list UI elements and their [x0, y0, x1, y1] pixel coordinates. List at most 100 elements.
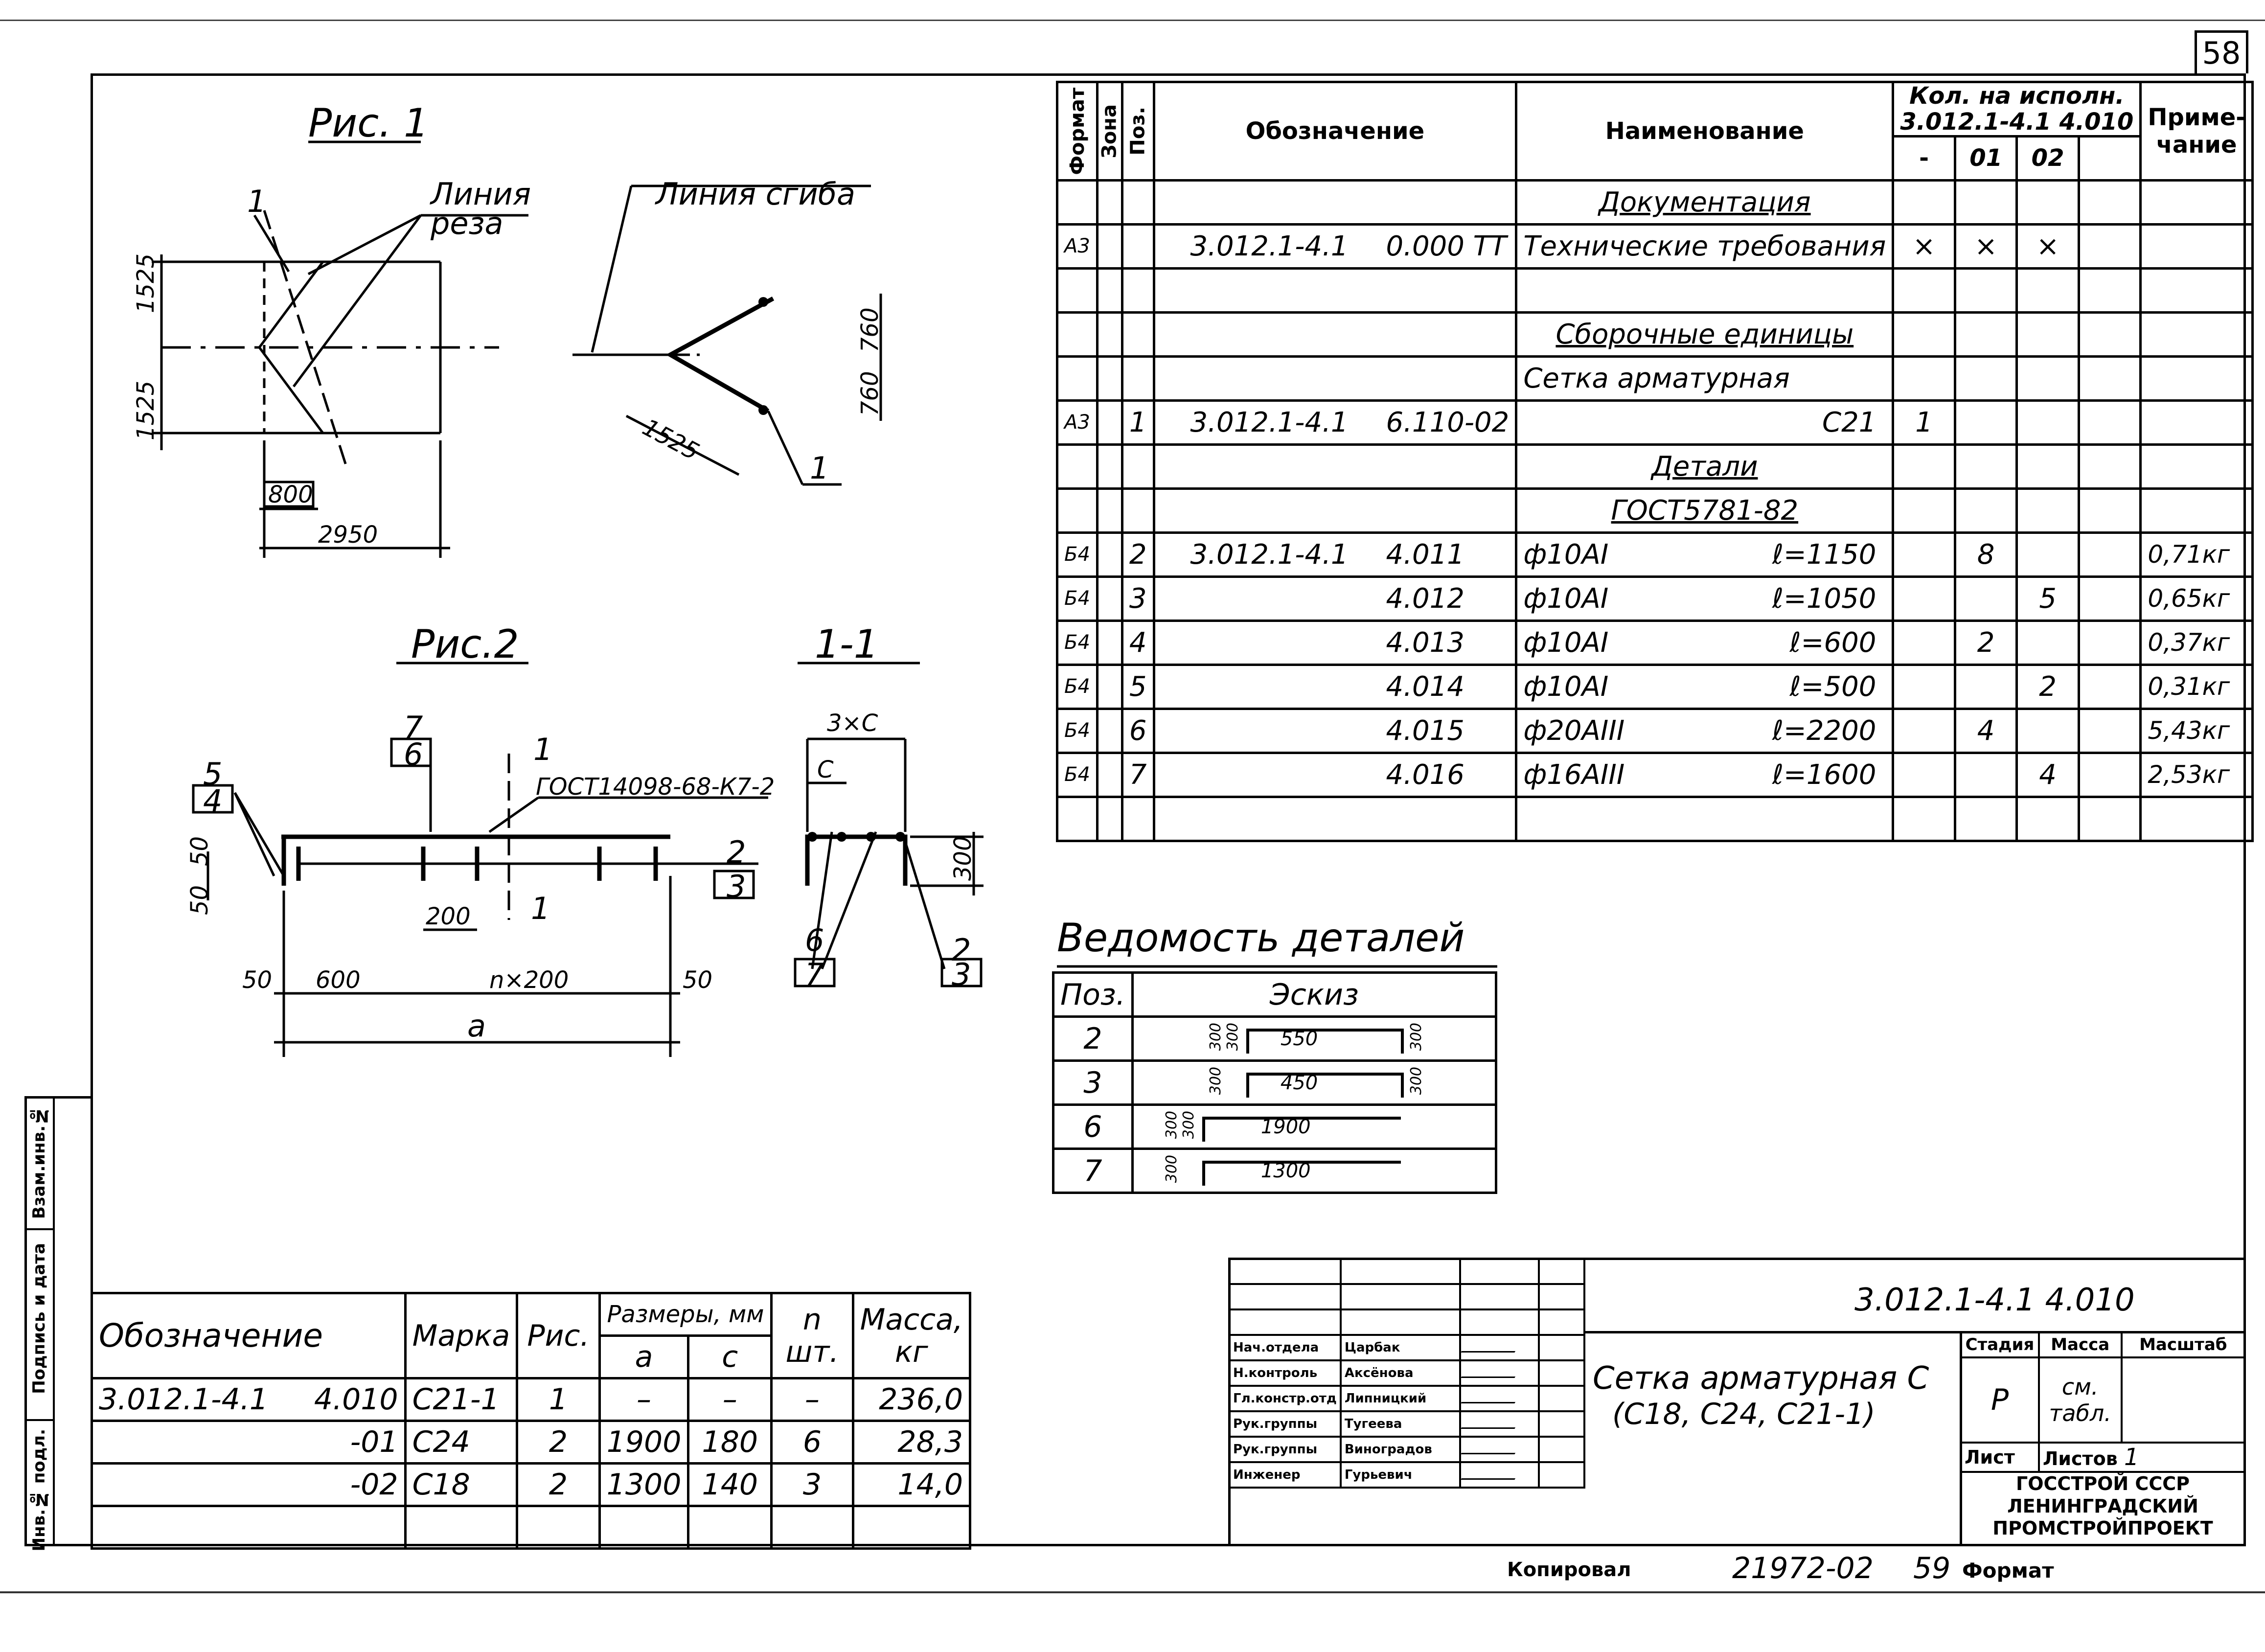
details-leg-right: 300: [1407, 1023, 1425, 1051]
spec-note: [2139, 399, 2254, 446]
left-margin-rule-1: [24, 1228, 55, 1230]
spec-format: Б4: [1056, 751, 1098, 798]
tb-person-date: [1538, 1410, 1585, 1438]
spec-des-2: 4.012: [1386, 582, 1464, 615]
spec-h-pos: Поз.: [1122, 82, 1154, 181]
spec-q1: [1953, 355, 2018, 402]
spec-header-row-2: - 01 02: [1057, 135, 2253, 182]
fig1-dim-1525-bottom: 1525: [132, 380, 160, 440]
section-label-3: 3: [952, 957, 971, 992]
fig1-leader-cut-a: [307, 214, 422, 275]
spec-zone: [1096, 443, 1123, 490]
spec-pos: [1121, 267, 1155, 314]
spec-zone: [1096, 399, 1123, 446]
spec-row: Сборочные единицы: [1056, 311, 2254, 358]
spec-pos: [1121, 311, 1155, 358]
variants-n: –: [770, 1377, 854, 1422]
tb-sheets-cell: Листов 1: [2037, 1442, 2246, 1473]
spec-q1: [1953, 751, 2018, 798]
spec-zone: [1096, 355, 1123, 402]
fig2-dim-a: a: [467, 1008, 486, 1044]
tb-person-name: Царбак: [1339, 1334, 1461, 1361]
spec-pos: 5: [1121, 663, 1155, 710]
spec-q2: 2: [2015, 663, 2080, 710]
spec-format: [1056, 267, 1098, 314]
variants-h-mass-unit: кг: [894, 1334, 928, 1369]
spec-name: Сетка арматурная: [1515, 355, 1895, 402]
footer-copied: Копировал: [1507, 1559, 1631, 1581]
fig2-gost: ГОСТ14098-68-К7-2: [536, 773, 775, 801]
spec-zone: [1096, 707, 1123, 754]
fig2-title: Рис.2: [411, 621, 519, 667]
spec-h-col-empty: [2077, 135, 2142, 182]
fig1-title: Рис. 1: [308, 100, 429, 146]
tb-person-date: [1538, 1385, 1585, 1412]
tb-mass: см. табл.: [2037, 1356, 2123, 1444]
fig1-cut-lower: [258, 346, 324, 434]
spec-row: Документация: [1056, 179, 2254, 226]
left-margin-divider: [24, 1096, 55, 1546]
spec-zone: [1096, 663, 1123, 710]
variants-h-mass-label: Масса,: [860, 1302, 963, 1337]
spec-name-main: ф10АI: [1523, 670, 1609, 703]
variants-des-2: 4.010: [314, 1382, 398, 1417]
spec-q0: ×: [1892, 223, 1956, 270]
spec-note: [2139, 267, 2254, 314]
spec-q1: [1953, 663, 2018, 710]
spec-name-extra: ℓ=1050: [1772, 582, 1876, 615]
fig1-dim-760-b: 760: [856, 371, 884, 416]
footer-format: Формат: [1962, 1559, 2054, 1583]
spec-format: Б4: [1056, 663, 1098, 710]
spec-h-col-01: 01: [1953, 135, 2018, 182]
tb-person-name: Аксёнова: [1339, 1359, 1461, 1387]
spec-q1: 4: [1953, 707, 2018, 754]
spec-format: Б4: [1056, 575, 1098, 622]
spec-note: 0,31кг: [2139, 663, 2254, 710]
tb-stage: Р: [1960, 1356, 2040, 1444]
spec-name: Технические требования: [1515, 223, 1895, 270]
spec-q1: [1953, 311, 2018, 358]
details-length: 1300: [1260, 1160, 1311, 1182]
spec-des-2: 4.013: [1386, 626, 1464, 659]
spec-des-1: 3.012.1-4.1: [1190, 230, 1349, 262]
variants-designation: -02: [91, 1462, 407, 1507]
spec-q3: [2077, 223, 2142, 270]
spec-row: ГОСТ5781-82: [1056, 487, 2254, 534]
sheet-number: 58: [2195, 30, 2248, 73]
specification-table: Формат Зона Поз. Обозначение Наименовани…: [1056, 81, 2254, 842]
spec-h-zone: Зона: [1097, 82, 1122, 181]
spec-name: [1515, 795, 1895, 842]
spec-q2: [2015, 487, 2080, 534]
variants-mark: С21-1: [404, 1377, 519, 1422]
spec-name-main: ф10АI: [1523, 582, 1609, 615]
bend-shape: [665, 297, 775, 413]
details-length: 1900: [1260, 1116, 1311, 1138]
spec-zone: [1096, 267, 1123, 314]
fig2-dim-nx200: n×200: [489, 966, 569, 994]
spec-q2: [2015, 619, 2080, 666]
details-leg-right: 300: [1407, 1067, 1425, 1095]
spec-pos: 6: [1121, 707, 1155, 754]
details-h-pos: Поз.: [1052, 971, 1134, 1018]
spec-note: [2139, 179, 2254, 226]
spec-designation: [1152, 179, 1518, 226]
tb-scale-h: Масштаб: [2120, 1331, 2246, 1358]
spec-q1: [1953, 795, 2018, 842]
spec-name-extra: ℓ=1150: [1772, 538, 1876, 571]
spec-zone: [1096, 179, 1123, 226]
spec-q3: [2077, 311, 2142, 358]
spec-pos: 2: [1121, 531, 1155, 578]
fig2-label-4: 4: [203, 783, 223, 819]
variants-h-a: a: [598, 1334, 690, 1379]
fig2-label-6: 6: [404, 736, 423, 772]
tb-person-name: Виноградов: [1339, 1436, 1461, 1463]
variants-mass: 14,0: [851, 1462, 972, 1507]
